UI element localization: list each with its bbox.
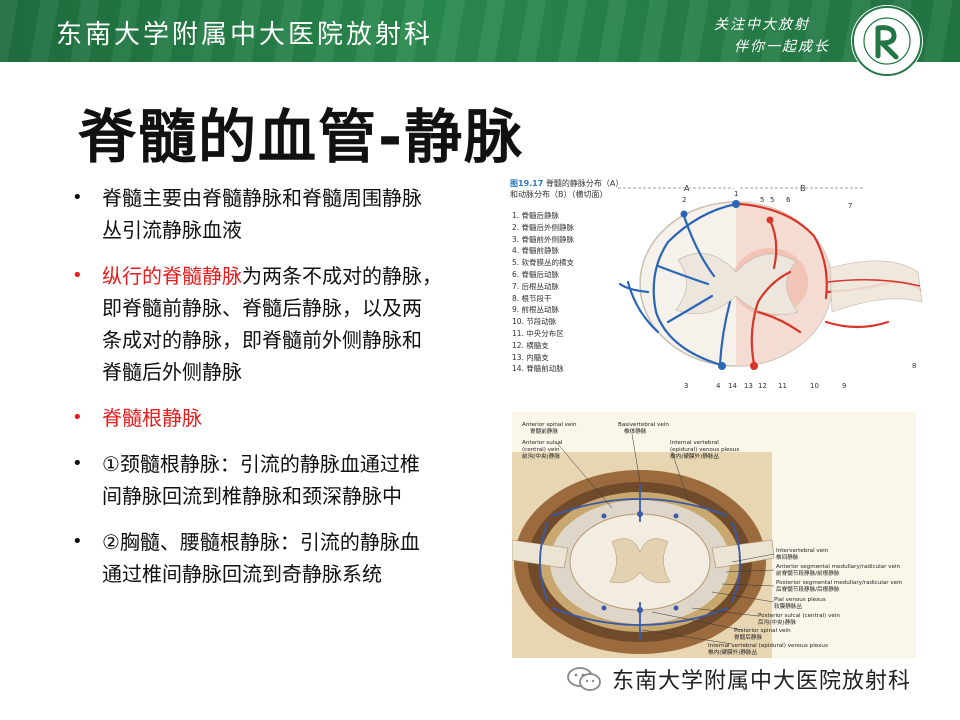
footer-text: 东南大学附属中大医院放射科 — [612, 669, 912, 694]
bullet-text: 间静脉回流到椎静脉和颈深静脉中 — [102, 484, 402, 508]
fig-number: 11 — [778, 382, 787, 390]
label-anterior-spinal-vein-cn: 脊髓前静脉 — [530, 427, 558, 435]
header-title: 东南大学附属中大医院放射科 — [56, 20, 434, 50]
slogan-line-1: 关注中大放射 — [714, 17, 810, 33]
figure-venous-plexus: Anterior spinal vein 脊髓前静脉 Anterior sulc… — [512, 412, 916, 658]
figure-caption-line1: 脊髓的静脉分布（A） — [545, 179, 624, 188]
label-internal-vertebral-cn: 椎内(硬膜外)静脉丛 — [670, 452, 720, 460]
bullet-item: • 脊髓主要由脊髓静脉和脊髓周围静脉 丛引流静脉血液 — [72, 186, 422, 242]
fig-number: 5 — [760, 196, 764, 204]
bullet-item: • 脊髓根静脉 — [72, 406, 202, 430]
label-pial-cn: 软膜静脉丛 — [774, 602, 802, 610]
label-a: A — [684, 184, 690, 193]
legend-item: 8. 根节段干 — [512, 293, 552, 303]
legend-item: 12. 横髓支 — [512, 340, 549, 350]
figure-number: 图19.17 — [510, 179, 544, 188]
label-ant-segmental-cn: 前脊髓节段静脉/前根静脉 — [776, 569, 840, 577]
hospital-logo — [851, 5, 923, 77]
label-basivertebral: Basivertebral vein — [618, 422, 669, 428]
legend-item: 14. 脊髓前动脉 — [512, 364, 564, 374]
bullet-text: 脊髓主要由脊髓静脉和脊髓周围静脉 — [102, 186, 422, 210]
legend-item: 5. 软脊膜丛的横支 — [512, 258, 575, 268]
bullet-text: 脊髓后外侧静脉 — [102, 360, 242, 384]
fig-number: 12 — [758, 382, 767, 390]
fig-number: 1 — [734, 190, 738, 198]
legend-item: 10. 节段动脉 — [512, 317, 557, 327]
cross-section-illustration: A B — [618, 184, 923, 390]
bullet-item: • ①颈髓根静脉：引流的静脉血通过椎 间静脉回流到椎静脉和颈深静脉中 — [72, 452, 420, 508]
legend-item: 1. 脊髓后静脉 — [512, 211, 560, 220]
label-basivertebral-cn: 椎体静脉 — [624, 427, 647, 435]
label-internal-vertebral: Internal vertebral — [670, 440, 719, 446]
label-ant-segmental: Anterior segmental medullary/radicular v… — [776, 564, 900, 570]
label-post-segmental: Posterior segmental medullary/radicular … — [776, 580, 903, 586]
figure-caption-line2: 和动脉分布（B）（横切面） — [510, 190, 608, 199]
fig-number: 4 — [716, 382, 721, 390]
bullet-list: • 脊髓主要由脊髓静脉和脊髓周围静脉 丛引流静脉血液 • 纵行的脊髓静脉为两条不… — [70, 182, 500, 604]
label-post-segmental-cn: 后脊髓节段静脉/后根静脉 — [776, 585, 840, 593]
legend-item: 4. 脊髓前静脉 — [512, 246, 560, 256]
legend-item: 2. 脊髓后外侧静脉 — [512, 222, 575, 232]
legend-item: 3. 脊髓前外侧静脉 — [512, 234, 575, 244]
label-post-sulcal: Posterior sulcal (central) vein — [758, 613, 840, 619]
bullet-text: ①颈髓根静脉：引流的静脉血通过椎 — [102, 452, 420, 476]
header-bar: 东南大学附属中大医院放射科 关注中大放射 伴你一起成长 — [0, 0, 960, 62]
label-post-spinal: Posterior spinal vein — [734, 628, 791, 634]
slogan-line-2: 伴你一起成长 — [734, 39, 830, 55]
bullet-text: 为两条不成对的静脉， — [242, 264, 442, 288]
label-anterior-spinal-vein: Anterior spinal vein — [522, 422, 577, 428]
fig-number: 2 — [682, 196, 686, 204]
legend-item: 9. 前根丛动脉 — [512, 305, 560, 315]
label-int-vert-post-cn: 椎内(硬膜外)静脉丛 — [708, 648, 758, 656]
legend-item: 6. 脊髓后动脉 — [512, 269, 560, 279]
bullet-item: • 纵行的脊髓静脉为两条不成对的静脉， 即脊髓前静脉、脊髓后静脉，以及两 条成对… — [72, 264, 442, 384]
label-central-vein: (central) vein — [522, 447, 560, 453]
bullet-highlight: 脊髓根静脉 — [102, 406, 202, 430]
bullet-text: 通过椎间静脉回流到奇静脉系统 — [102, 562, 382, 586]
wechat-icon — [567, 667, 601, 691]
bullet-text: 条成对的静脉，即脊髓前外侧静脉和 — [102, 328, 422, 352]
bullet-text: 丛引流静脉血液 — [102, 218, 242, 242]
label-intervertebral-cn: 椎间静脉 — [776, 553, 799, 561]
label-pial: Pial venous plexus — [774, 597, 826, 603]
fig-number: 6 — [786, 196, 791, 204]
label-central-vein-cn: 前沟(中央)静脉 — [522, 452, 560, 460]
fig-number: 10 — [810, 382, 819, 390]
fig-number: 9 — [842, 382, 846, 390]
bullet-text: ②胸髓、腰髓根静脉：引流的静脉血 — [102, 530, 420, 554]
fig-number: 14 — [728, 382, 737, 390]
fig-number: 7 — [848, 202, 852, 210]
label-post-spinal-cn: 脊髓后静脉 — [734, 633, 762, 641]
footer-watermark: 东南大学附属中大医院放射科 — [566, 666, 912, 694]
legend-item: 7. 后根丛动脉 — [512, 281, 560, 291]
bullet-text: 即脊髓前静脉、脊髓后静脉，以及两 — [102, 296, 422, 320]
label-anterior-sulcal: Anterior sulcal — [522, 440, 563, 446]
label-b: B — [800, 184, 806, 193]
label-internal-vertebral-2: (epidural) venous plexus — [670, 447, 739, 453]
legend-item: 11. 中央分布区 — [512, 328, 564, 338]
label-intervertebral: Intervertebral vein — [776, 548, 829, 554]
bullet-highlight: 纵行的脊髓静脉 — [102, 264, 242, 288]
figure-spinal-vessels-cross-section: 图19.17 脊髓的静脉分布（A） 和动脉分布（B）（横切面） 1. 脊髓后静脉… — [508, 172, 940, 400]
label-int-vert-post: Internal vertebral (epidural) venous ple… — [708, 643, 828, 649]
figure-legend: 1. 脊髓后静脉 2. 脊髓后外侧静脉 3. 脊髓前外侧静脉 4. 脊髓前静脉 … — [512, 210, 574, 375]
bullet-item: • ②胸髓、腰髓根静脉：引流的静脉血 通过椎间静脉回流到奇静脉系统 — [72, 530, 420, 586]
fig-number: 8 — [912, 362, 916, 370]
venous-plexus-illustration: Anterior spinal vein 脊髓前静脉 Anterior sulc… — [512, 422, 903, 658]
legend-item: 13. 内髓支 — [512, 352, 549, 362]
fig-number: 5 — [770, 196, 774, 204]
label-post-sulcal-cn: 后沟(中央)静脉 — [758, 618, 796, 626]
fig-number: 3 — [684, 382, 688, 390]
slide-title: 脊髓的血管-静脉 — [78, 103, 525, 171]
fig-number: 13 — [744, 382, 753, 390]
